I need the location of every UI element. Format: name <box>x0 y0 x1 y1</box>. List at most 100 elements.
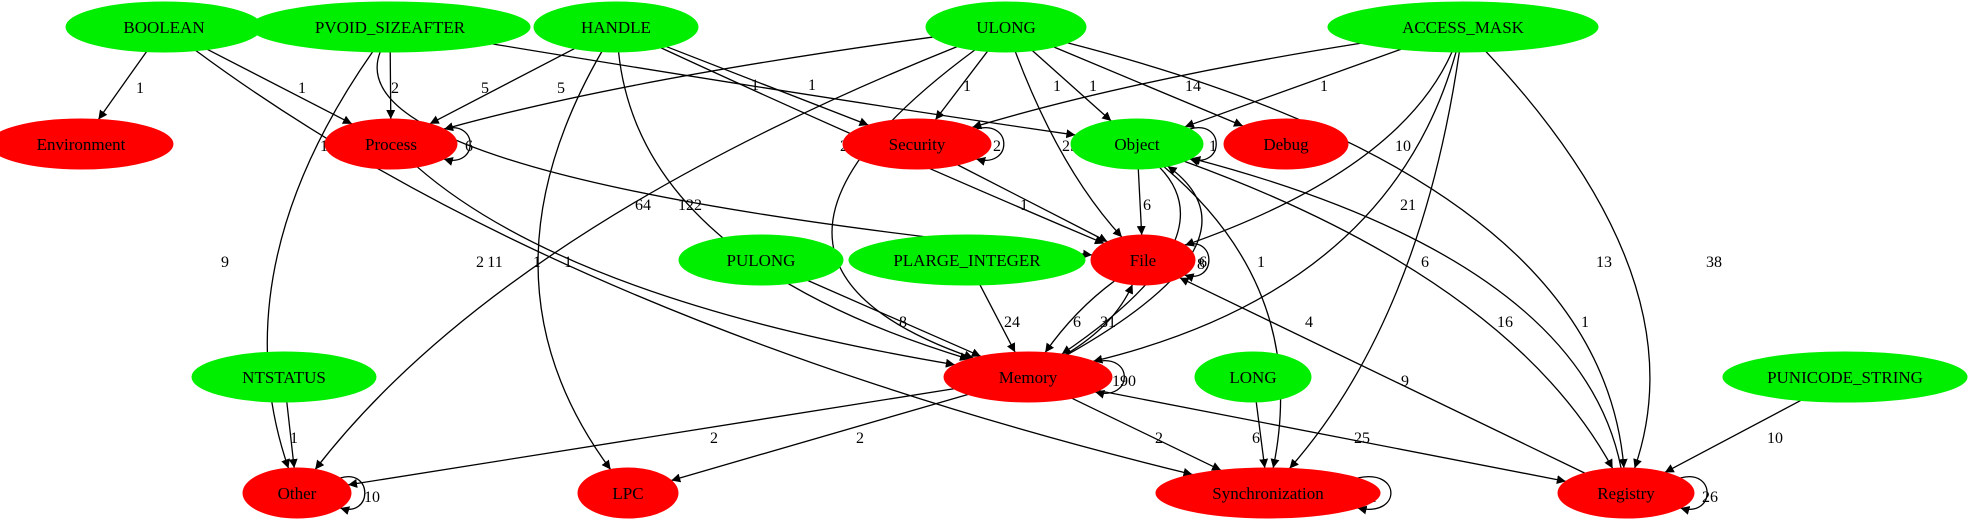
edge-access-mask-to-synchronization: 6 <box>1289 51 1460 469</box>
edge-weight-label: 5 <box>557 80 565 97</box>
edge-access-mask-to-file: 10 <box>1184 51 1453 247</box>
node-security[interactable]: Security <box>842 118 992 170</box>
node-shape <box>191 351 377 403</box>
edge-weight-label: 38 <box>1706 254 1722 271</box>
edge-other-to-other: 10 <box>340 476 380 515</box>
edge-line <box>807 279 982 357</box>
edge-long-to-synchronization: 6 <box>1252 401 1269 469</box>
edge-weight-label: 1 <box>320 138 328 155</box>
node-shape <box>943 351 1113 403</box>
node-shape <box>1557 467 1695 519</box>
node-pvoid-sizeafter[interactable]: PVOID_SIZEAFTER <box>249 1 531 53</box>
node-lpc[interactable]: LPC <box>577 467 679 519</box>
edge-line <box>207 48 353 125</box>
node-debug[interactable]: Debug <box>1223 118 1349 170</box>
edge-line <box>286 401 298 469</box>
edge-weight-label: 24 <box>1004 314 1020 331</box>
node-shape <box>842 118 992 170</box>
edge-line <box>1485 51 1651 469</box>
node-plarge-integer[interactable]: PLARGE_INTEGER <box>848 234 1086 286</box>
node-registry[interactable]: Registry <box>1557 467 1695 519</box>
edge-weight-label: 1 <box>808 77 816 94</box>
edge-weight-label: 2 <box>1155 430 1163 447</box>
edge-boolean-to-environment: 1 <box>97 51 148 120</box>
edge-line <box>1184 160 1614 469</box>
node-boolean[interactable]: BOOLEAN <box>65 1 263 53</box>
edge-weight-label: 1 <box>1257 254 1265 271</box>
edge-line <box>1071 397 1222 471</box>
node-environment[interactable]: Environment <box>0 118 174 170</box>
node-shape <box>0 118 174 170</box>
edge-line <box>1184 243 1210 282</box>
node-label: Other <box>278 484 317 503</box>
node-punicode-string[interactable]: PUNICODE_STRING <box>1722 351 1968 403</box>
edge-line <box>492 43 1076 139</box>
node-synchronization[interactable]: Synchronization <box>1155 467 1381 519</box>
node-shape <box>577 467 679 519</box>
edge-line <box>314 46 958 470</box>
edge-weight-label: 9 <box>221 254 229 271</box>
edge-line <box>1136 168 1146 236</box>
node-process[interactable]: Process <box>324 118 458 170</box>
edge-process-to-memory: 1 <box>416 166 955 368</box>
edge-access-mask-to-registry: 38 <box>1485 51 1722 469</box>
node-long[interactable]: LONG <box>1194 351 1312 403</box>
node-pulong[interactable]: PULONG <box>678 234 844 286</box>
edge-ulong-to-object: 1 <box>1031 50 1112 122</box>
edge-ntstatus-to-other: 1 <box>286 401 298 469</box>
node-access-mask[interactable]: ACCESS_MASK <box>1327 1 1599 53</box>
edge-weight-label: 10 <box>1767 430 1783 447</box>
node-label: LONG <box>1229 368 1276 387</box>
edge-line <box>934 50 989 121</box>
edge-weight-label: 6 <box>1252 430 1260 447</box>
node-memory[interactable]: Memory <box>943 351 1113 403</box>
node-ntstatus[interactable]: NTSTATUS <box>191 351 377 403</box>
edge-punicode-string-to-registry: 10 <box>1664 399 1802 474</box>
edge-handle-to-lpc: 2 <box>476 51 612 470</box>
edge-weight-label: 1 <box>751 77 759 94</box>
node-label: Environment <box>37 135 126 154</box>
edge-registry-to-object: 1 <box>1191 156 1622 469</box>
edge-weight-label: 31 <box>1100 314 1116 331</box>
edge-weight-label: 1 <box>1209 138 1217 155</box>
edge-weight-label: 1 <box>290 430 298 447</box>
edge-line <box>429 47 575 125</box>
edge-weight-label: 1 <box>1053 78 1061 95</box>
node-label: File <box>1130 251 1156 270</box>
edge-registry-to-file: 9 <box>1179 277 1586 474</box>
edge-line <box>957 164 1108 243</box>
edge-pvoid-sizeafter-to-process: 2 <box>386 51 399 120</box>
node-shape <box>1090 234 1196 286</box>
node-label: Synchronization <box>1212 484 1324 503</box>
edge-weight-label: 1 <box>1320 78 1328 95</box>
edge-object-to-file: 6 <box>1136 168 1151 236</box>
edge-weight-label: 5 <box>481 80 489 97</box>
node-object[interactable]: Object <box>1070 118 1204 170</box>
edge-weight-label: 4 <box>1305 314 1313 331</box>
edge-plarge-integer-to-memory: 24 <box>979 284 1020 353</box>
edge-security-to-file: 1 <box>957 164 1108 243</box>
node-ulong[interactable]: ULONG <box>925 1 1087 53</box>
node-file[interactable]: File <box>1090 234 1196 286</box>
edge-line <box>1044 280 1115 353</box>
node-handle[interactable]: HANDLE <box>533 1 699 53</box>
edge-memory-to-other: 2 <box>347 388 954 488</box>
edge-line <box>972 42 1361 130</box>
edge-line <box>443 127 471 166</box>
node-label: LPC <box>612 484 643 503</box>
edge-memory-to-object: 1 <box>1066 165 1265 356</box>
node-shape <box>1155 467 1381 519</box>
node-label: Debug <box>1263 135 1309 154</box>
node-label: PVOID_SIZEAFTER <box>315 18 466 37</box>
edge-line <box>266 51 374 469</box>
edge-file-to-memory: 6 <box>1044 280 1115 353</box>
node-shape <box>678 234 844 286</box>
node-shape <box>249 1 531 53</box>
edge-weight-label: 1 <box>963 78 971 95</box>
edge-boolean-to-process: 1 <box>207 48 353 125</box>
node-other[interactable]: Other <box>242 467 352 519</box>
edge-line <box>979 284 1016 353</box>
edge-memory-to-synchronization: 2 <box>1071 397 1222 471</box>
edge-weight-label: 6 <box>1143 197 1151 214</box>
edge-ulong-to-process: 5 <box>443 36 933 132</box>
